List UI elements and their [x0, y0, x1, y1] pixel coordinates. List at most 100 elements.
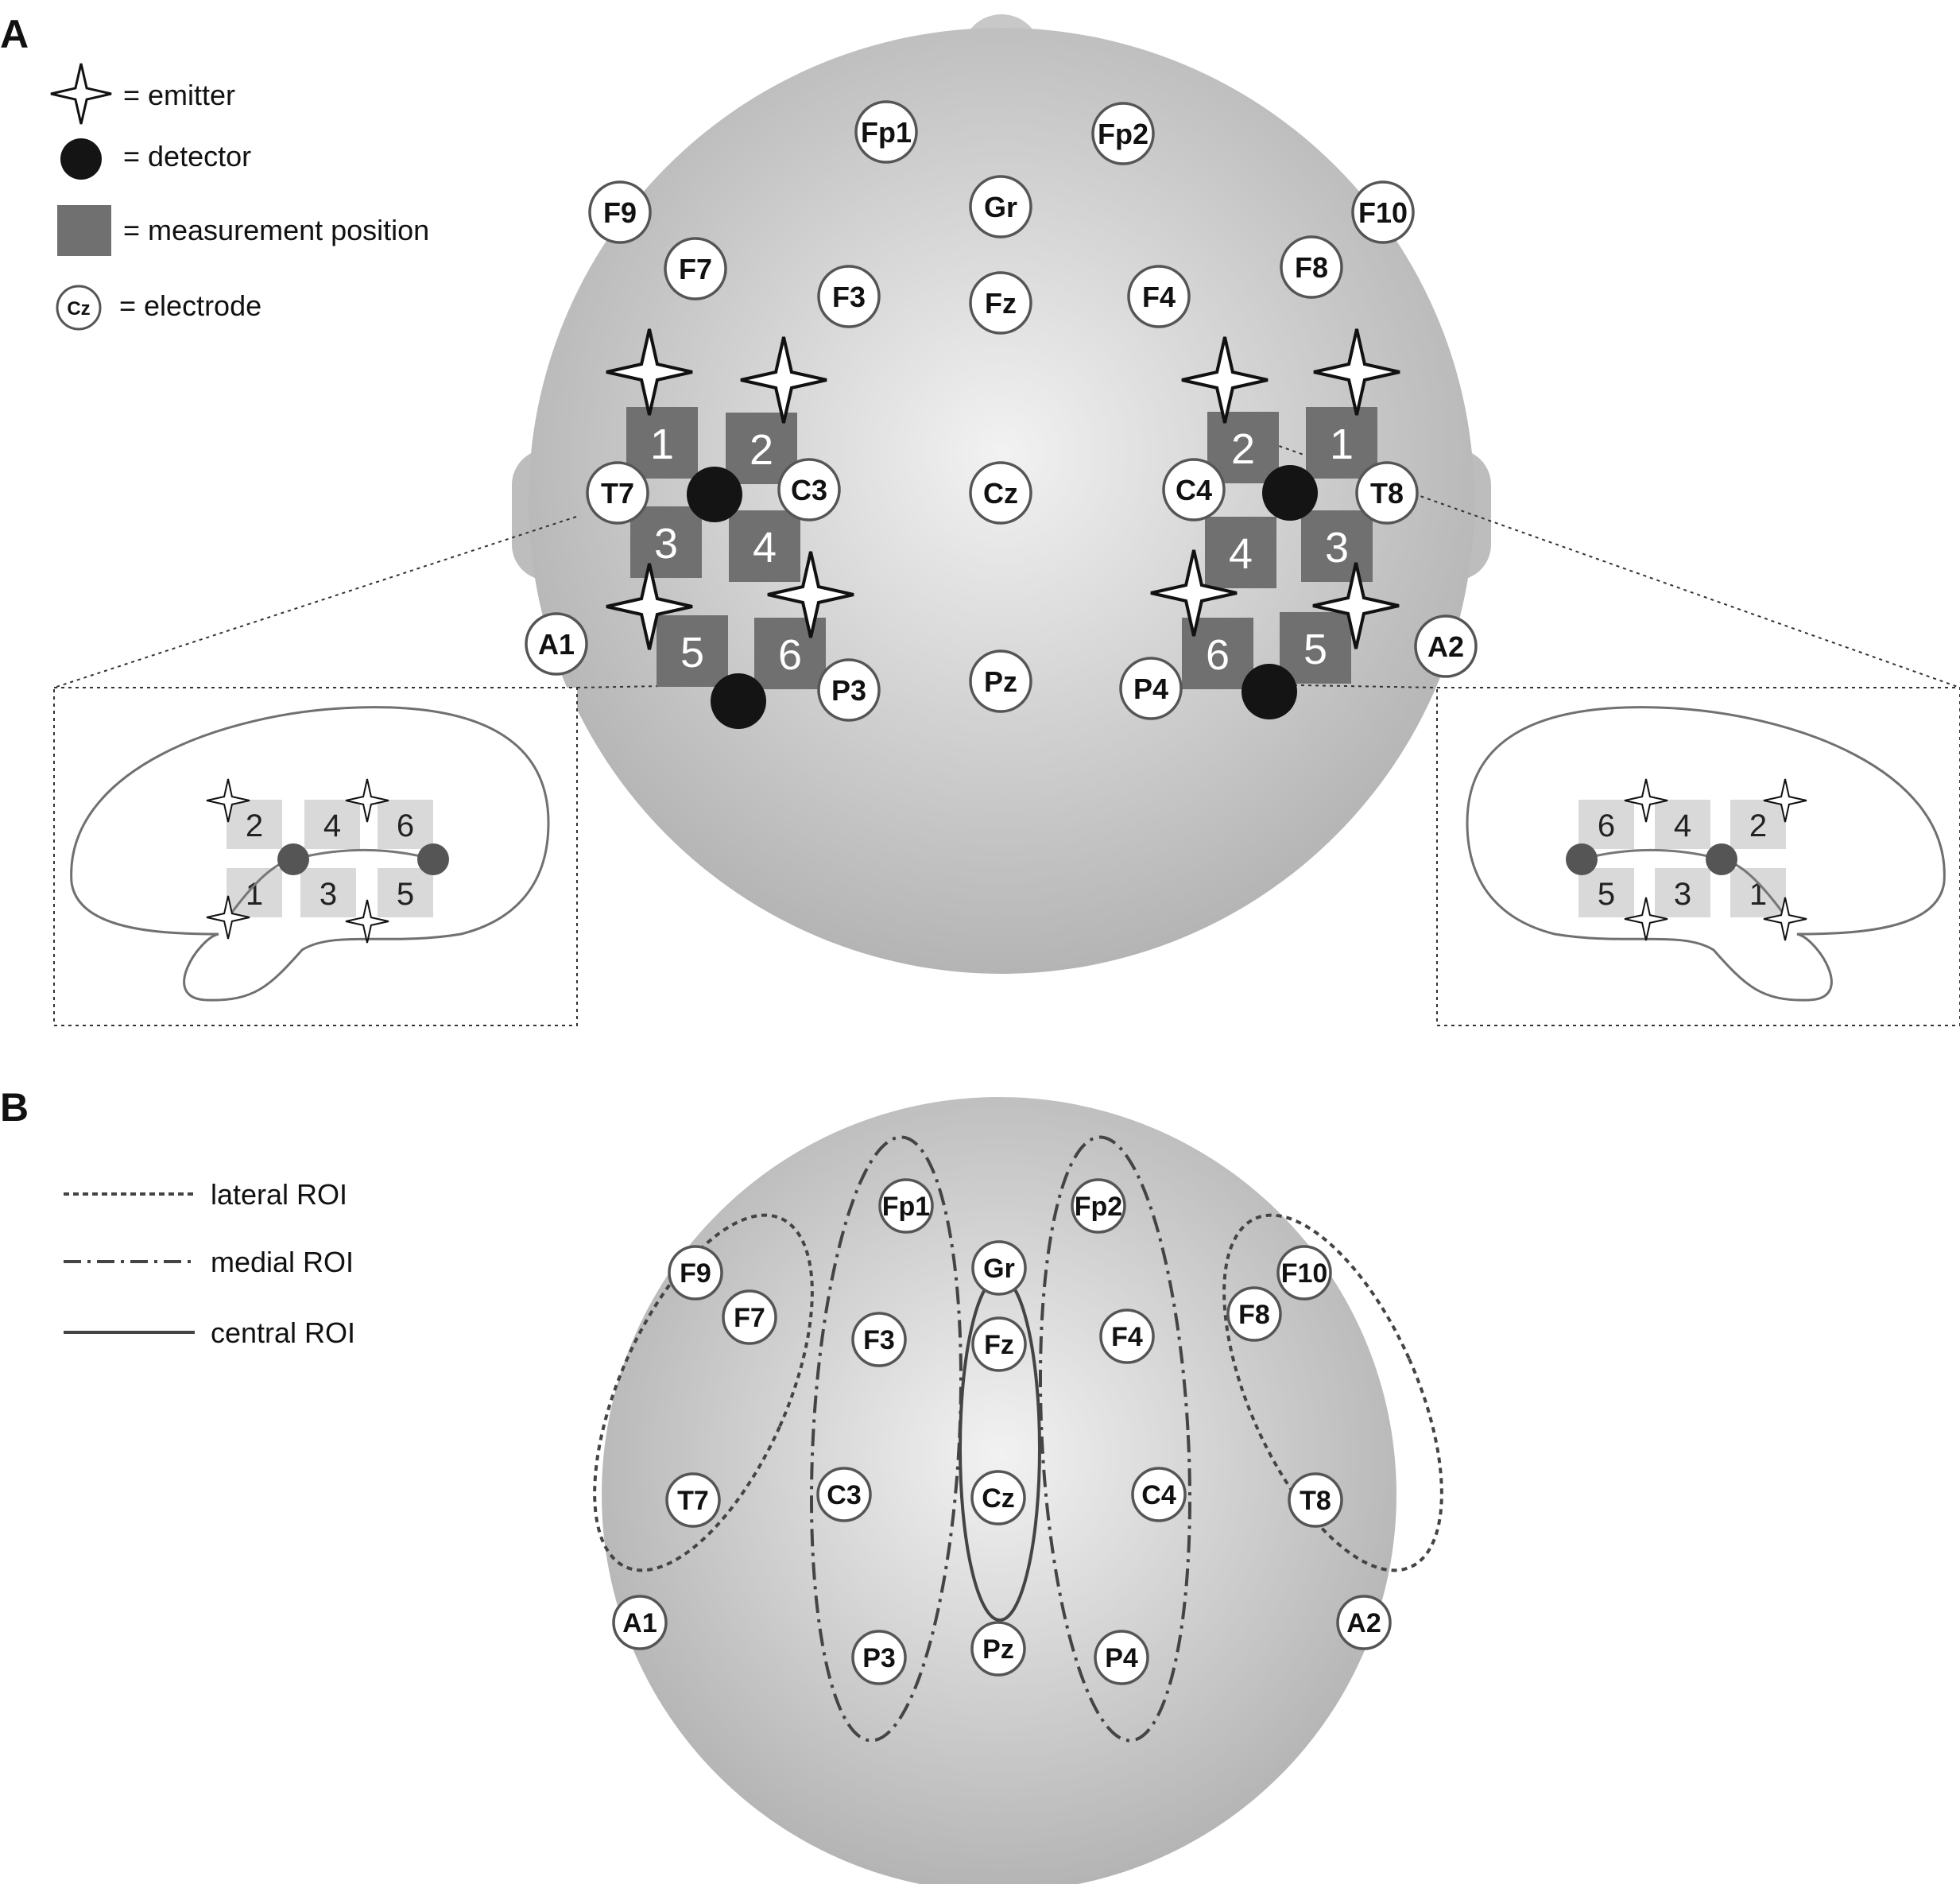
measurement-position-right — [1205, 517, 1276, 588]
legend-detector-dot-icon — [60, 138, 102, 180]
inset-emitter-star-icon — [345, 778, 389, 823]
emitter-star-icon — [1150, 549, 1238, 637]
inset-square-left — [378, 800, 433, 849]
electrode-b-a1-label: A1 — [622, 1608, 657, 1638]
electrode-a-a1 — [525, 612, 588, 676]
electrode-b-a2 — [1336, 1595, 1392, 1650]
legend-measurement-square-icon — [57, 205, 111, 256]
legend-electrode-sample: Cz — [67, 298, 90, 320]
inset-square-right — [1730, 868, 1786, 917]
electrode-b-f7-label: F7 — [734, 1303, 765, 1333]
emitter-star-icon — [606, 328, 693, 416]
electrode-b-f9 — [668, 1245, 723, 1301]
electrode-b-t8 — [1288, 1472, 1343, 1528]
legend-emitter-star-icon — [50, 63, 112, 125]
electrode-a-f4 — [1127, 265, 1191, 328]
electrode-b-f10 — [1276, 1245, 1332, 1301]
electrode-a-f9-label: F9 — [603, 196, 637, 229]
electrode-a-c4 — [1162, 458, 1226, 521]
electrode-b-f10-label: F10 — [1281, 1258, 1328, 1289]
electrode-a-cz-label: Cz — [983, 477, 1018, 510]
electrode-a-f7-label: F7 — [679, 253, 712, 285]
electrode-b-gr — [971, 1240, 1027, 1296]
electrode-a-f7 — [664, 237, 727, 300]
detectors — [687, 465, 1318, 729]
inset-emitter-star-icon — [206, 778, 250, 823]
electrode-a-pz — [969, 649, 1032, 713]
electrode-b-t8-label: T8 — [1300, 1486, 1331, 1516]
inset-label-right: 2 — [1749, 808, 1767, 843]
inset-square-right — [1655, 868, 1710, 917]
measurement-label-right: 2 — [1231, 425, 1255, 473]
electrode-b-f4-label: F4 — [1111, 1322, 1143, 1352]
electrode-b-p3-label: P3 — [862, 1643, 896, 1673]
emitter-star-icon — [606, 563, 693, 650]
electrode-a-f3 — [817, 265, 881, 328]
electrode-a-f8 — [1280, 235, 1343, 299]
emitter-star-icon — [740, 336, 827, 424]
lateral-roi-left — [593, 1213, 814, 1572]
electrode-b-f4 — [1099, 1308, 1155, 1364]
legend-b: lateral ROI medial ROI central ROI — [64, 1178, 355, 1349]
electrode-b-a2-label: A2 — [1346, 1608, 1381, 1638]
inset-square-right — [1578, 868, 1634, 917]
electrode-a-gr-label: Gr — [984, 191, 1017, 223]
legend-lateral-text: lateral ROI — [211, 1178, 347, 1211]
electrode-b-f3-label: F3 — [863, 1325, 895, 1355]
emitters — [606, 328, 1400, 650]
electrode-a-f9 — [588, 180, 652, 244]
inset-detector-icon — [1706, 843, 1737, 875]
detector-dot-icon — [687, 467, 742, 522]
measurement-position-left — [657, 615, 728, 687]
inset-label-left: 6 — [397, 808, 414, 843]
electrode-b-fp1 — [878, 1178, 934, 1234]
electrode-a-gr — [969, 175, 1032, 238]
inset-square-left — [304, 800, 360, 849]
electrode-b-fz-label: Fz — [984, 1330, 1014, 1360]
lateral-roi-right — [1222, 1213, 1443, 1572]
electrode-b-c4-label: C4 — [1141, 1480, 1176, 1510]
inset-label-left: 1 — [246, 877, 263, 912]
electrode-a-fz — [969, 271, 1032, 335]
emitter-star-icon — [1312, 562, 1400, 649]
electrode-b-p4-label: P4 — [1105, 1643, 1138, 1673]
electrode-b-cz-label: Cz — [982, 1483, 1015, 1514]
inset-square-right — [1578, 800, 1634, 849]
inset-emitter-star-icon — [1763, 778, 1807, 823]
measurement-position-right — [1306, 407, 1377, 479]
electrode-a-pz-label: Pz — [984, 665, 1017, 698]
inset-label-left: 2 — [246, 808, 263, 843]
measurement-position-right — [1301, 510, 1373, 582]
electrode-a-a1-label: A1 — [538, 628, 575, 661]
detector-dot-icon — [1241, 664, 1297, 719]
electrode-b-c4 — [1131, 1467, 1187, 1522]
electrode-b-pz — [970, 1621, 1026, 1677]
measurement-label-right: 3 — [1325, 524, 1349, 572]
electrode-a-f8-label: F8 — [1295, 251, 1328, 284]
legend-medial-text: medial ROI — [211, 1246, 354, 1278]
electrode-b-fp2-label: Fp2 — [1075, 1192, 1122, 1222]
electrode-b-c3-label: C3 — [827, 1480, 861, 1510]
electrode-b-gr-label: Gr — [983, 1254, 1015, 1284]
inset-box-left — [53, 687, 578, 1026]
measurement-position-left — [729, 510, 800, 582]
emitter-star-icon — [1313, 328, 1400, 416]
inset-label-right: 4 — [1674, 808, 1691, 843]
legend-electrode-text: = electrode — [119, 289, 261, 322]
electrode-b-f8 — [1226, 1286, 1282, 1342]
measurement-label-right: 4 — [1229, 530, 1253, 578]
measurement-label-right: 5 — [1303, 626, 1327, 673]
measurement-label-left: 2 — [750, 426, 773, 474]
legend-emitter-text: = emitter — [123, 79, 235, 111]
measurement-label-left: 4 — [753, 524, 777, 572]
inset-square-left — [227, 800, 282, 849]
inset-square-left — [300, 868, 356, 917]
inset-emitter-star-icon — [206, 895, 250, 940]
inset-label-left: 4 — [323, 808, 341, 843]
detector-dot-icon — [1262, 465, 1318, 521]
